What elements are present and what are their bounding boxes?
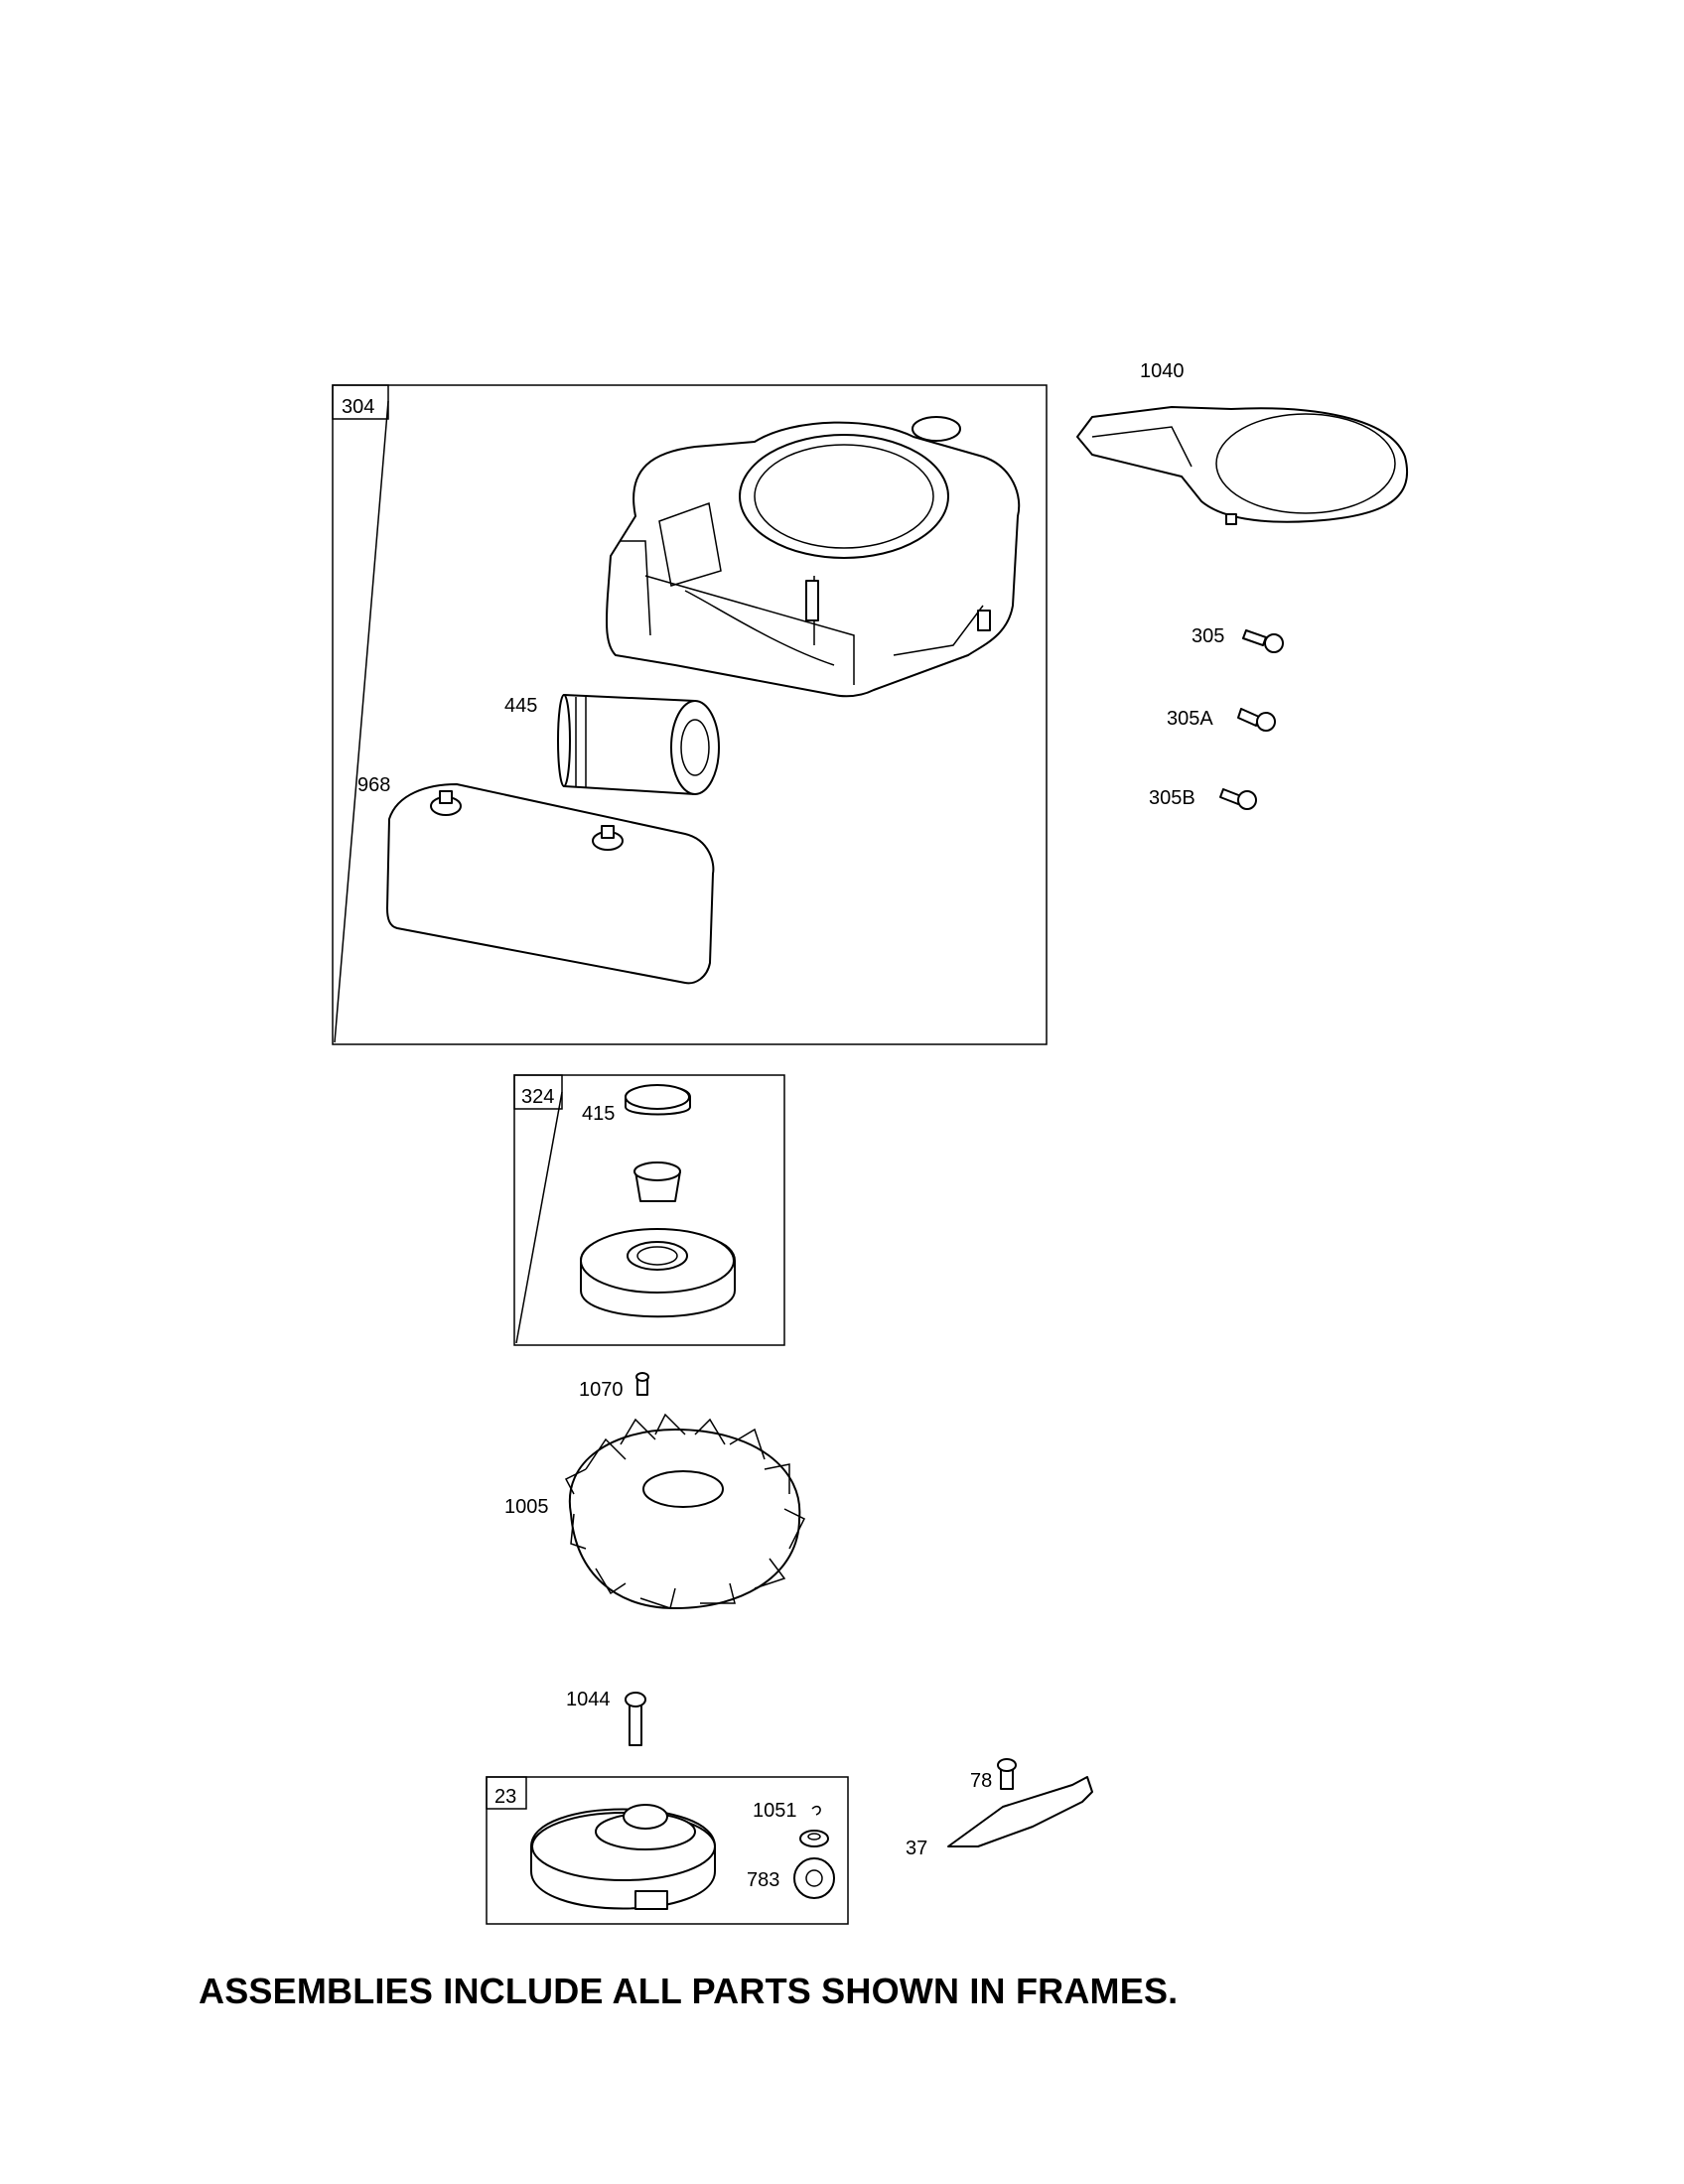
frame-23-number: 23: [494, 1786, 516, 1808]
washer-1051: 1051: [753, 1800, 829, 1847]
rope-guide-cap: 415: [582, 1084, 691, 1125]
part-label-37: 37: [906, 1838, 927, 1859]
part-label-305A: 305A: [1167, 708, 1213, 730]
rotating-screen: [580, 1228, 736, 1318]
part-label-305B: 305B: [1149, 787, 1195, 809]
screw-78: 78: [970, 1758, 1017, 1792]
bolt-1044: 1044: [566, 1689, 646, 1746]
part-label-1040: 1040: [1140, 360, 1185, 382]
part-label-1051: 1051: [753, 1800, 797, 1822]
frame-23: 23: [486, 1776, 849, 1925]
frame-304: 304: [332, 384, 1048, 1045]
air-filter: 445: [504, 694, 720, 795]
flywheel-fan: 1005: [504, 1413, 806, 1609]
part-label-1070: 1070: [579, 1379, 624, 1401]
retainer: [633, 1161, 681, 1202]
screw-305B: 305B: [1149, 787, 1257, 810]
part-label-1044: 1044: [566, 1689, 611, 1710]
screw-305: 305: [1192, 625, 1284, 653]
part-label-783: 783: [747, 1869, 779, 1891]
part-label-445: 445: [504, 695, 537, 717]
part-label-968: 968: [357, 774, 390, 796]
screw-1070: 1070: [579, 1372, 649, 1401]
part-label-1005: 1005: [504, 1496, 549, 1518]
footer-note: ASSEMBLIES INCLUDE ALL PARTS SHOWN IN FR…: [199, 1971, 1179, 2011]
gear-783: 783: [747, 1857, 835, 1899]
screw-305A: 305A: [1167, 708, 1276, 732]
frame-324: 324: [513, 1074, 785, 1346]
frame-324-number: 324: [521, 1086, 554, 1108]
flywheel: [530, 1804, 716, 1910]
part-label-78: 78: [970, 1770, 992, 1792]
fan-blades: [564, 1413, 806, 1609]
part-label-415: 415: [582, 1103, 615, 1125]
blower-housing: [605, 416, 1021, 698]
frame-304-number: 304: [342, 396, 374, 418]
air-guide-37: 37: [906, 1776, 1093, 1859]
air-cleaner-cover: 968: [357, 774, 715, 985]
baffle: 1040: [1076, 360, 1409, 525]
part-label-305: 305: [1192, 625, 1224, 647]
